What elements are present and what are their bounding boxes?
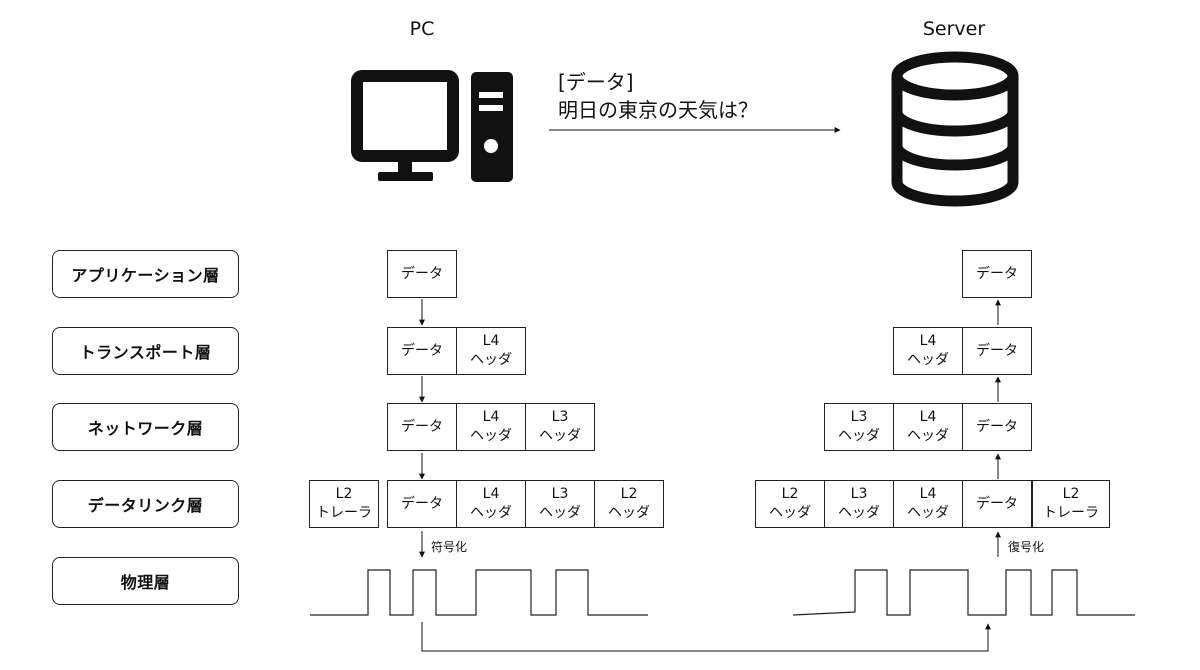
message-line-2: 明日の東京の天気は？ [558, 98, 758, 122]
cell-line-2: ヘッダ [539, 505, 581, 521]
layer-physical: 物理層 [52, 557, 239, 605]
pc-nw-data: データ [387, 403, 457, 451]
layer-datalink: データリンク層 [52, 480, 239, 528]
cell-line-2: ヘッダ [769, 505, 811, 521]
transmission-path [421, 622, 991, 652]
srv-nw-data: データ [962, 403, 1032, 451]
pc-label: PC [409, 18, 435, 40]
cell-line-2: ヘッダ [470, 505, 512, 521]
pc-nw-l3-header: L3 ヘッダ [525, 403, 595, 451]
cell-text: データ [976, 418, 1018, 435]
cell-line-2: トレーラ [316, 505, 372, 521]
cell-line-1: L2 [1062, 486, 1080, 502]
cell-line-1: L2 [620, 486, 638, 502]
cell-line-2: ヘッダ [907, 505, 949, 521]
srv-nw-l3-header: L3 ヘッダ [824, 403, 894, 451]
pc-tp-l4-header: L4 ヘッダ [456, 327, 526, 375]
cell-text: データ [976, 342, 1018, 359]
server-label: Server [922, 18, 986, 40]
cell-line-1: L4 [919, 409, 937, 425]
srv-app-data: データ [962, 250, 1032, 298]
cell-line-2: ヘッダ [608, 505, 650, 521]
pc-nw-l4-header: L4 ヘッダ [456, 403, 526, 451]
message-text: [データ] 明日の東京の天気は？ [558, 68, 758, 124]
cell-line-2: ヘッダ [470, 428, 512, 444]
cell-line-1: L4 [482, 333, 500, 349]
cell-line-2: ヘッダ [907, 352, 949, 368]
pc-dl-l2-header: L2 ヘッダ [594, 480, 664, 528]
encode-label: 符号化 [431, 540, 468, 554]
cell-line-2: ヘッダ [838, 428, 880, 444]
cell-text: データ [401, 418, 443, 435]
pc-signal-waveform [310, 569, 648, 616]
cell-text: データ [401, 265, 443, 282]
cell-line-2: トレーラ [1043, 505, 1099, 521]
cell-line-2: ヘッダ [539, 428, 581, 444]
cell-text: データ [401, 342, 443, 359]
cell-line-1: L4 [919, 486, 937, 502]
cell-text: データ [401, 495, 443, 512]
cell-line-1: L4 [482, 409, 500, 425]
srv-dl-data: データ [962, 480, 1032, 528]
message-line-1: [データ] [558, 70, 634, 94]
cell-line-1: L3 [850, 486, 868, 502]
srv-tp-data: データ [962, 327, 1032, 375]
srv-dl-l4-header: L4 ヘッダ [893, 480, 963, 528]
cell-line-1: L4 [919, 333, 937, 349]
srv-nw-l4-header: L4 ヘッダ [893, 403, 963, 451]
srv-dl-l2-header: L2 ヘッダ [755, 480, 825, 528]
cell-line-1: L2 [335, 486, 353, 502]
pc-dl-l3-header: L3 ヘッダ [525, 480, 595, 528]
cell-text: データ [976, 495, 1018, 512]
srv-dl-l2-trailer: L2 トレーラ [1032, 480, 1110, 528]
cell-line-2: ヘッダ [470, 352, 512, 368]
pc-dl-l4-header: L4 ヘッダ [456, 480, 526, 528]
cell-line-1: L4 [482, 486, 500, 502]
layer-network: ネットワーク層 [52, 403, 239, 451]
server-signal-waveform [792, 569, 1135, 616]
pc-app-data: データ [387, 250, 457, 298]
cell-line-1: L2 [781, 486, 799, 502]
srv-dl-l3-header: L3 ヘッダ [824, 480, 894, 528]
pc-tp-data: データ [387, 327, 457, 375]
cell-line-2: ヘッダ [907, 428, 949, 444]
cell-line-1: L3 [850, 409, 868, 425]
cell-line-1: L3 [551, 409, 569, 425]
layer-application: アプリケーション層 [52, 250, 239, 298]
cell-line-1: L3 [551, 486, 569, 502]
server-icon [891, 51, 1019, 207]
pc-dl-l2-trailer: L2 トレーラ [309, 480, 379, 528]
cell-line-2: ヘッダ [838, 505, 880, 521]
pc-dl-data: データ [387, 480, 457, 528]
layer-transport: トランスポート層 [52, 327, 239, 375]
decode-label: 復号化 [1008, 540, 1045, 554]
cell-text: データ [976, 265, 1018, 282]
pc-icon [351, 70, 513, 182]
srv-tp-l4-header: L4 ヘッダ [893, 327, 963, 375]
